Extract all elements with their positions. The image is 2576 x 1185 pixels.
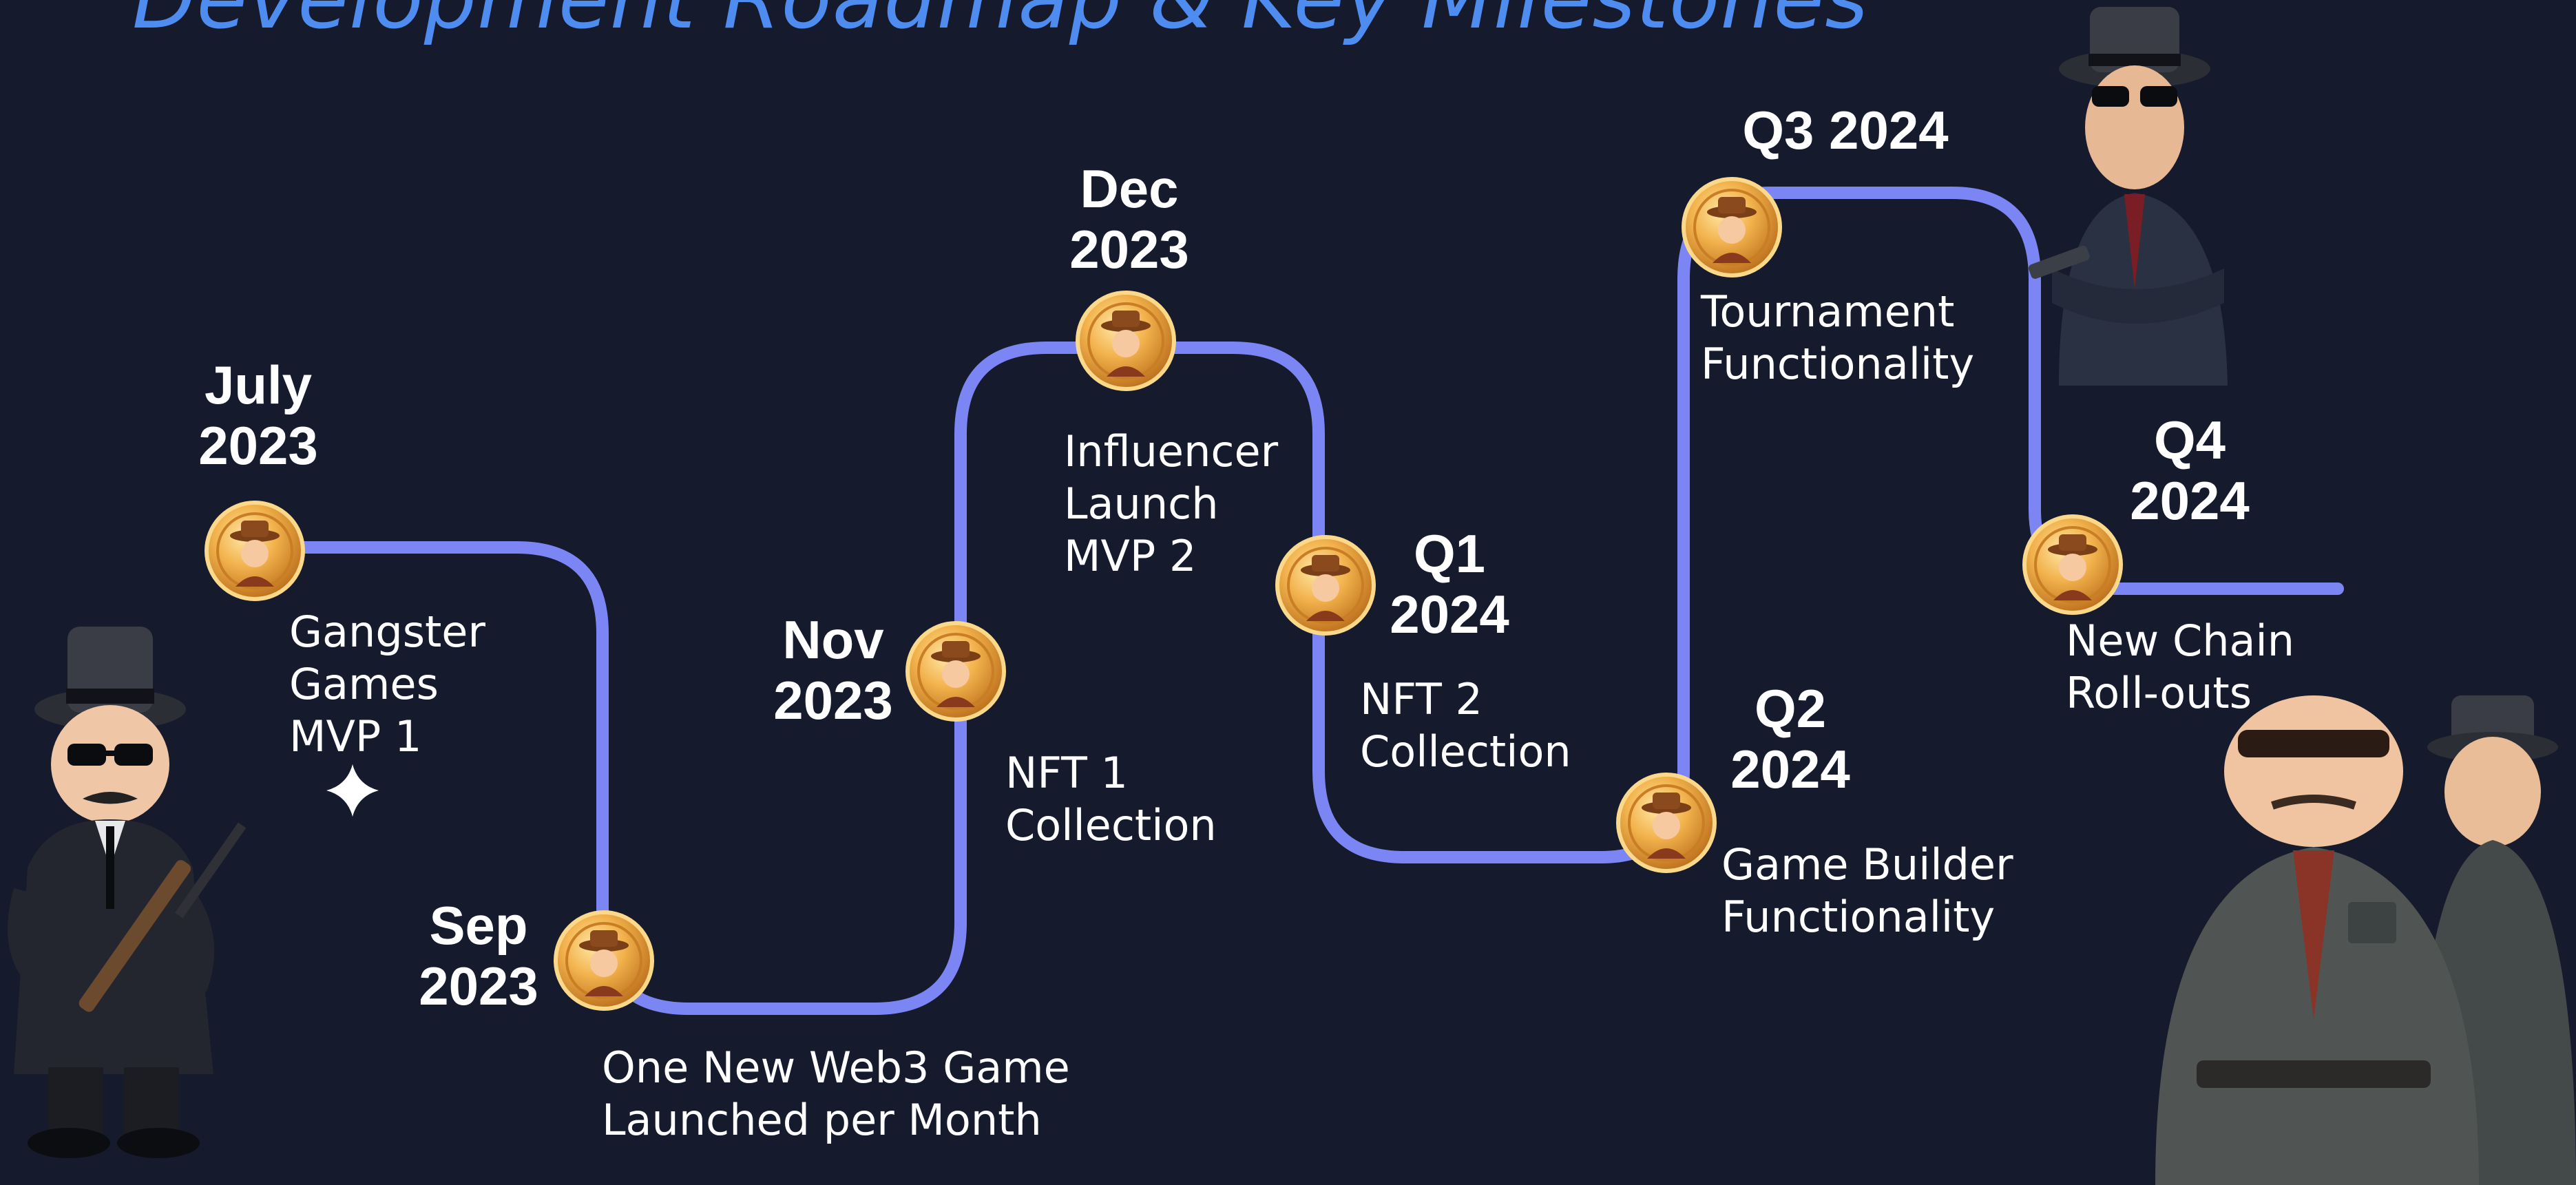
milestone-date: Q3 2024 <box>1742 100 1949 160</box>
slide-title: Development Roadmap & Key Milestones <box>132 0 1869 48</box>
milestone-date: Dec 2023 <box>1069 158 1189 280</box>
milestone-description: One New Web3 Game Launched per Month <box>602 1042 1070 1145</box>
gangster-top-right-illustration <box>2028 7 2228 386</box>
milestone-date: Nov 2023 <box>773 609 893 731</box>
milestone-description: Influencer Launch MVP 2 <box>1064 426 1279 581</box>
milestone-description: NFT 2 Collection <box>1360 674 1571 777</box>
milestone-description: Tournament Functionality <box>1701 286 1975 389</box>
milestone-description: NFT 1 Collection <box>1005 748 1217 850</box>
milestone-date: Q4 2024 <box>2130 410 2250 531</box>
milestone-date: Sep 2023 <box>419 895 538 1016</box>
milestone-date: Q1 2024 <box>1390 523 1509 644</box>
milestone-date: Q2 2024 <box>1730 678 1850 799</box>
gangster-left-illustration <box>8 627 247 1158</box>
gangster-bottom-right-illustration <box>2155 695 2576 1185</box>
milestone-date: July 2023 <box>198 355 318 476</box>
milestone-description: Game Builder Functionality <box>1721 839 2013 942</box>
milestone-description: New Chain Roll-outs <box>2066 616 2295 718</box>
milestone-description: Gangster Games MVP 1 <box>289 607 485 762</box>
